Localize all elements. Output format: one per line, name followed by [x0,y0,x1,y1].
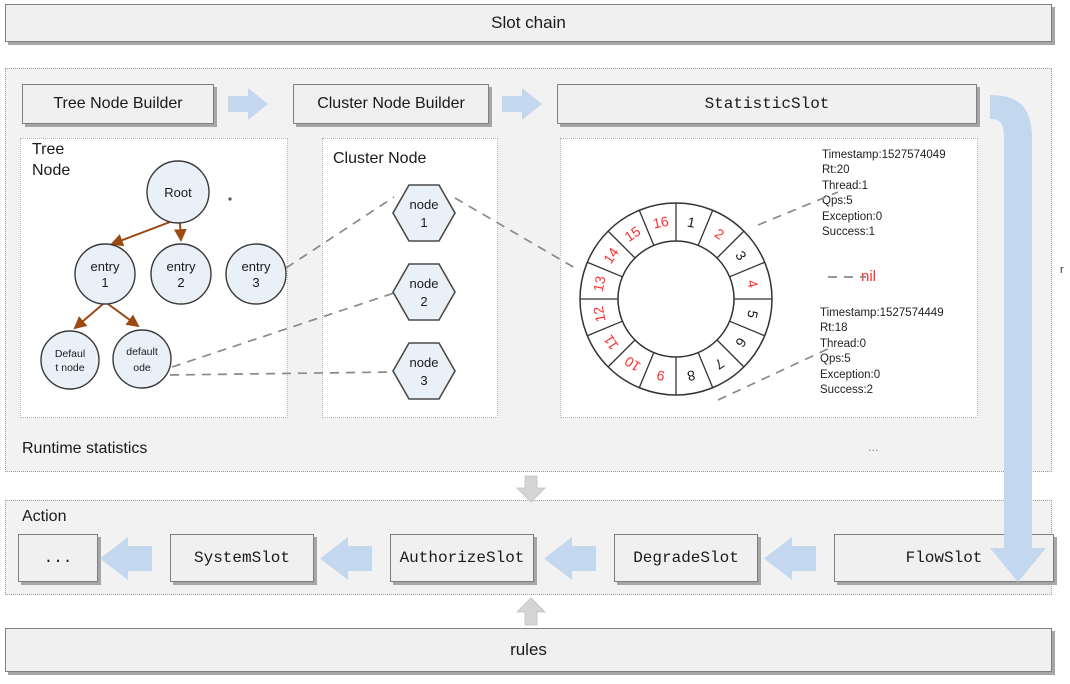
stats-bottom-block: Timestamp:1527574449 Rt:18 Thread:0 Qps:… [820,306,985,398]
action-slot-system-label: SystemSlot [193,549,290,567]
stats-top-timestamp: Timestamp:1527574049 [822,149,946,161]
statistic-slot-label: StatisticSlot [704,95,830,113]
nil-label: nil [861,268,877,285]
page-title: Slot chain [491,13,566,32]
runtime-ellipsis: ... [868,440,879,454]
action-slot-system[interactable]: SystemSlot [170,534,314,582]
rules-label: rules [510,640,547,659]
action-slot-degrade[interactable]: DegradeSlot [614,534,758,582]
action-slot-flow[interactable]: FlowSlot [834,534,1054,582]
tree-node-builder-box[interactable]: Tree Node Builder [22,84,214,124]
stats-top-qps: Qps:5 [822,195,853,208]
stats-bottom-thread: Thread:0 [820,337,867,350]
action-slot-authorize-label: AuthorizeSlot [399,549,525,567]
arrow-up-icon [516,597,546,626]
stats-top-block: Timestamp:1527574049 Rt:20 Thread:1 Qps:… [822,148,982,240]
cluster-node-panel [322,138,498,418]
cluster-node-builder-box[interactable]: Cluster Node Builder [293,84,489,124]
stats-bottom-exception: Exception:0 [820,368,881,381]
cluster-node-builder-label: Cluster Node Builder [317,95,465,112]
cluster-node-panel-title: Cluster Node [333,150,427,167]
stats-bottom-qps: Qps:5 [820,353,851,366]
stats-top-exception: Exception:0 [822,210,883,223]
stats-bottom-success: Success:2 [820,384,874,397]
tree-node-builder-label: Tree Node Builder [53,95,183,112]
stats-bottom-timestamp: Timestamp:1527574449 [820,307,944,319]
stats-top-thread: Thread:1 [822,179,869,192]
arrow-down-icon [516,475,546,503]
stats-top-rt: Rt:20 [822,164,850,177]
edge-marker-r: r [1060,264,1064,276]
stats-top-success: Success:1 [822,226,876,239]
action-slot-ellipsis-label: ... [43,549,73,567]
action-label: Action [22,508,67,525]
statistic-slot-box[interactable]: StatisticSlot [557,84,977,124]
action-slot-flow-label: FlowSlot [905,549,983,567]
rules-bar: rules [5,628,1052,672]
tree-node-panel-title: Tree Node [32,141,71,179]
action-slot-degrade-label: DegradeSlot [633,549,739,567]
stats-bottom-rt: Rt:18 [820,322,848,335]
action-slot-ellipsis[interactable]: ... [18,534,98,582]
slot-chain-title-bar: Slot chain [5,4,1052,42]
runtime-statistics-label: Runtime statistics [22,440,148,457]
action-slot-authorize[interactable]: AuthorizeSlot [390,534,534,582]
